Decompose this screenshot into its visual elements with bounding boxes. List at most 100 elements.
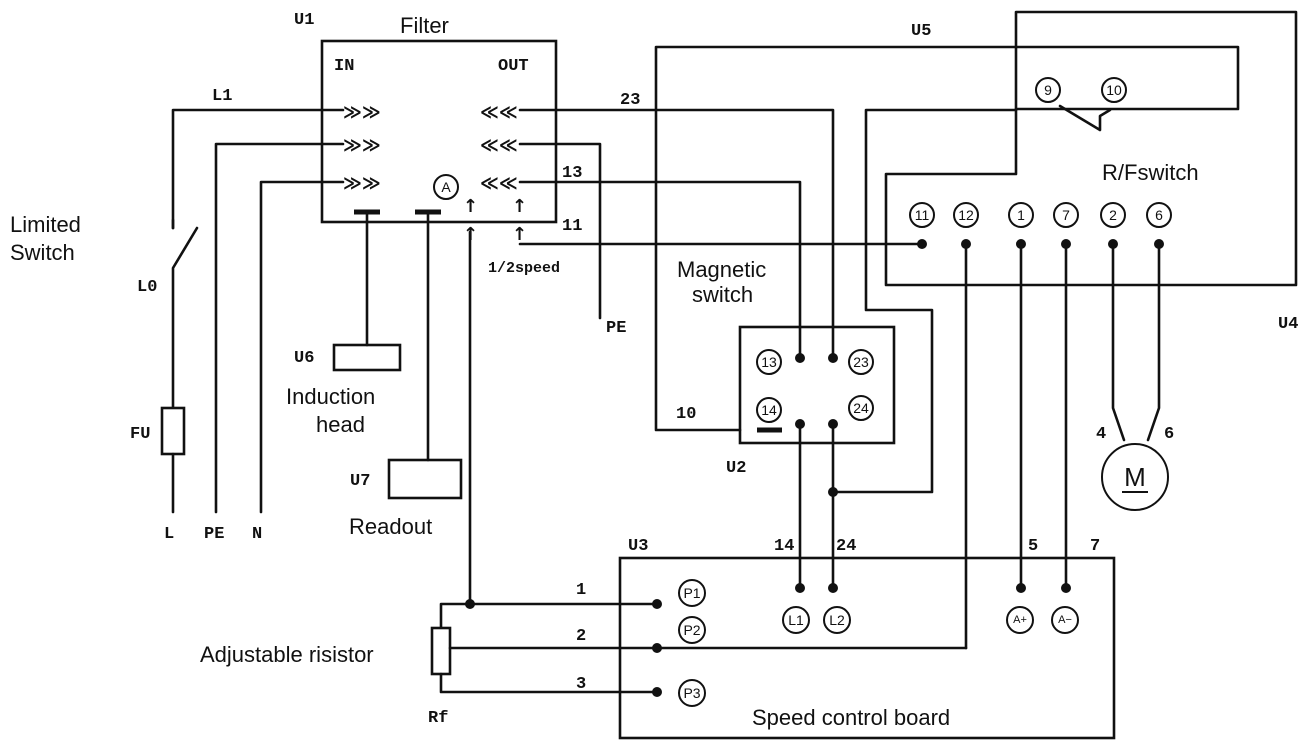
label-rf-switch: R/Fswitch (1102, 160, 1199, 185)
label-u5: U5 (911, 22, 931, 41)
board-terminal-a-plus-label: A+ (1013, 614, 1027, 626)
rf-terminal-1-label: 1 (1017, 207, 1025, 223)
rf-switch-top-terminals: 9 10 (1035, 77, 1127, 103)
wire-pe-right (518, 142, 602, 320)
board-terminal-a-plus (1006, 606, 1034, 634)
label-l0: L0 (137, 278, 157, 297)
label-rf: Rf (428, 709, 448, 728)
magnetic-switch-box (738, 325, 896, 445)
node-13 (795, 353, 805, 363)
rf-terminal-11-label: 11 (915, 207, 930, 223)
limit-switch-contact (171, 226, 199, 410)
mag-terminal-23 (848, 349, 874, 375)
wire-3 (439, 672, 659, 694)
rf-terminal-7-label: 7 (1062, 207, 1070, 223)
svg-text:≫≫: ≫≫ (343, 173, 381, 194)
node-resistor-top (465, 599, 475, 609)
label-motor-4: 4 (1096, 425, 1106, 444)
label-wire-14: 14 (774, 537, 794, 556)
rf-terminal-12 (953, 202, 979, 228)
label-readout: Readout (349, 514, 432, 539)
filter-a-terminal-label: A (441, 179, 451, 195)
filter-in-arrows: ≫≫ ≫≫ ≫≫ (343, 102, 381, 194)
node-a-plus (1016, 583, 1026, 593)
node-l2 (828, 583, 838, 593)
board-terminal-p2 (678, 616, 706, 644)
label-adjustable-resistor: Adjustable risistor (200, 642, 374, 667)
label-l: L (164, 525, 174, 544)
wire-n (259, 180, 345, 514)
fuse-fu (160, 406, 186, 456)
u5-outline (654, 45, 1240, 432)
node-24-junction (828, 487, 838, 497)
node-rf-11 (917, 239, 927, 249)
label-wire-5: 5 (1028, 537, 1038, 556)
board-terminal-p1 (678, 579, 706, 607)
rf-terminal-12-label: 12 (958, 207, 974, 223)
svg-text:≪≪: ≪≪ (480, 102, 518, 123)
mag-terminal-14 (756, 397, 782, 423)
node-a-minus (1061, 583, 1071, 593)
board-terminal-p3 (678, 679, 706, 707)
label-pe-right: PE (606, 319, 626, 338)
node-23 (828, 353, 838, 363)
rf-terminal-10 (1101, 77, 1127, 103)
label-pe: PE (204, 525, 224, 544)
label-fu: FU (130, 425, 150, 444)
label-u1: U1 (294, 11, 314, 30)
rf-terminal-6-label: 6 (1155, 207, 1163, 223)
label-half-speed: 1/2speed (488, 260, 560, 277)
mag-terminal-23-label: 23 (853, 354, 869, 370)
board-terminal-a-minus (1051, 606, 1079, 634)
wire-23 (518, 108, 835, 360)
label-wire-11: 11 (562, 217, 582, 236)
label-wire-2: 2 (576, 627, 586, 646)
rf-terminal-9-label: 9 (1044, 82, 1052, 98)
filter-a-terminal (433, 174, 459, 200)
label-wire-7: 7 (1090, 537, 1100, 556)
wire-1 (439, 602, 659, 630)
label-n: N (252, 525, 262, 544)
magnetic-switch-terminals: 13 23 14 24 (756, 349, 874, 423)
adjustable-resistor (430, 626, 452, 676)
label-u3: U3 (628, 537, 648, 556)
svg-text:≫≫: ≫≫ (343, 135, 381, 156)
board-terminal-p2-label: P2 (683, 622, 700, 638)
rf-terminal-7 (1053, 202, 1079, 228)
motor-label: M (1124, 462, 1146, 492)
board-terminal-l1-label: L1 (788, 612, 804, 628)
label-wire-l1: L1 (212, 87, 232, 106)
readout-box (387, 458, 463, 500)
label-u4: U4 (1278, 315, 1298, 334)
filter-out-arrows: ≪≪ ≪≪ ≪≪ (480, 102, 518, 194)
motor (1101, 443, 1169, 511)
board-terminal-l2 (823, 606, 851, 634)
board-terminals: P1 P2 P3 L1 L2 A+ A− (678, 579, 1079, 707)
svg-text:≪≪: ≪≪ (480, 173, 518, 194)
induction-head-box (332, 343, 402, 372)
label-limited-switch-2: Switch (10, 240, 75, 265)
label-u2: U2 (726, 459, 746, 478)
board-terminal-l1 (782, 606, 810, 634)
board-terminal-p1-label: P1 (683, 585, 700, 601)
up-arrow-right-1: ↑ (512, 196, 527, 217)
label-filter-in: IN (334, 57, 354, 76)
wire-13 (518, 180, 802, 360)
label-speed-control-board: Speed control board (752, 705, 950, 730)
label-magnetic-switch-2: switch (692, 282, 753, 307)
mag-terminal-13-label: 13 (761, 354, 777, 370)
mag-terminal-13 (756, 349, 782, 375)
rf-terminal-6 (1146, 202, 1172, 228)
label-wire-3: 3 (576, 675, 586, 694)
label-u6: U6 (294, 349, 314, 368)
label-magnetic-switch-1: Magnetic (677, 257, 766, 282)
wire-l1 (171, 108, 345, 230)
label-limited-switch-1: Limited (10, 212, 81, 237)
rf-terminal-2-label: 2 (1109, 207, 1117, 223)
up-arrow-left-1: ↑ (463, 196, 478, 217)
wire-pe (214, 142, 345, 514)
rf-switch-outline (884, 10, 1298, 287)
svg-text:≫≫: ≫≫ (343, 102, 381, 123)
label-wire-24: 24 (836, 537, 856, 556)
board-terminal-l2-label: L2 (829, 612, 845, 628)
